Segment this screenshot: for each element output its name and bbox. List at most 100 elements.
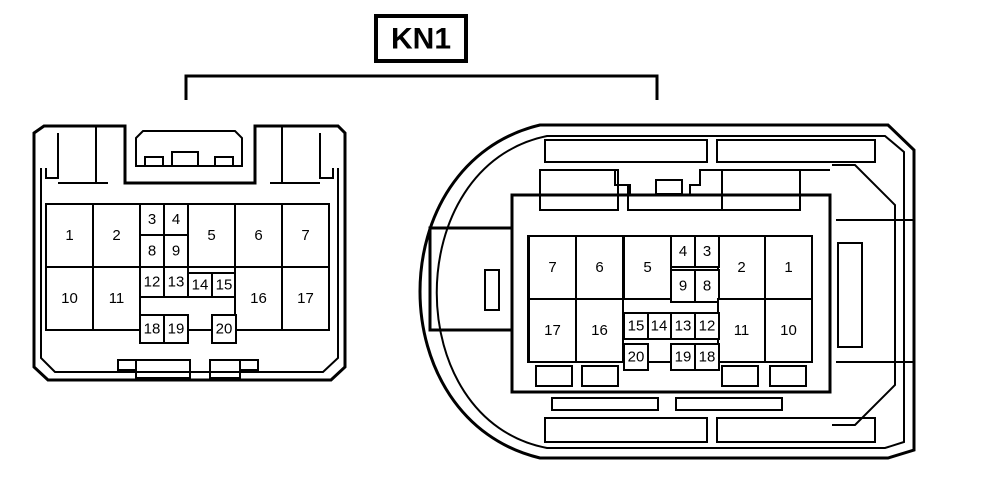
left-latch-key — [171, 151, 199, 167]
title-box — [374, 14, 468, 63]
right-latch-frame — [540, 169, 830, 195]
left-pin-5-cell — [187, 203, 236, 268]
left-pin-11-label: 11 — [109, 290, 125, 307]
left-tab-left — [45, 133, 59, 179]
right-pin-7-cell — [528, 235, 577, 300]
left-pin-19-label: 19 — [168, 321, 185, 338]
right-pin-17-cell — [528, 298, 577, 363]
right-pin-18-label: 18 — [699, 349, 716, 366]
right-bottom-slot-2 — [716, 417, 876, 443]
right-pin-20-label: 20 — [628, 349, 645, 366]
left-pin-20-cell — [211, 314, 237, 344]
right-handle-slot — [484, 269, 500, 311]
left-pin-7-cell — [281, 203, 330, 268]
right-latch-center — [618, 180, 723, 211]
left-pin-18-label: 18 — [144, 321, 161, 338]
left-pin-10-cell — [45, 266, 94, 331]
right-pin-5-label: 5 — [643, 259, 651, 276]
left-pin-1-label: 1 — [65, 227, 73, 244]
right-pin-8-label: 8 — [703, 278, 711, 295]
right-pin-9-label: 9 — [679, 278, 687, 295]
right-bottom-pad-1 — [535, 365, 573, 387]
right-pin-14-label: 14 — [651, 318, 668, 335]
left-pin-6-cell — [234, 203, 283, 268]
left-pin-7-label: 7 — [301, 227, 309, 244]
diagram-title: KN1 — [391, 23, 451, 56]
left-pin-19-cell — [163, 314, 189, 344]
right-pin-15-label: 15 — [628, 318, 645, 335]
right-pin-1-label: 1 — [784, 259, 792, 276]
left-pin-4-label: 4 — [172, 211, 180, 228]
left-pin-13-label: 13 — [168, 274, 185, 291]
right-latch-left — [539, 169, 619, 211]
right-pin-6-label: 6 — [595, 259, 603, 276]
right-lock-bar — [837, 242, 863, 348]
left-pin-8-label: 8 — [148, 243, 156, 260]
left-pin-11-cell — [92, 266, 141, 331]
right-pin-19-label: 19 — [675, 349, 692, 366]
right-lock-arm — [832, 164, 896, 426]
right-pin-17-label: 17 — [544, 322, 561, 339]
left-pin-5-label: 5 — [207, 227, 215, 244]
right-pin-2-label: 2 — [737, 259, 745, 276]
right-pin-2-cell — [717, 235, 766, 300]
right-pin-7-label: 7 — [548, 259, 556, 276]
left-pin-10-label: 10 — [61, 290, 78, 307]
right-housing-inner — [435, 135, 905, 449]
right-bottom-pad-2 — [581, 365, 619, 387]
right-pin-11-label: 11 — [734, 322, 750, 339]
right-pin-4-cell — [670, 235, 696, 268]
right-pin-3-label: 3 — [703, 243, 711, 260]
right-inner-body — [510, 193, 832, 394]
right-pin-11-cell — [717, 298, 766, 363]
right-pin-20-cell — [623, 343, 649, 371]
title-bracket — [184, 74, 659, 100]
left-pin-3-label: 3 — [148, 211, 156, 228]
right-bottom-bar-2 — [675, 397, 783, 411]
left-pin-6-label: 6 — [254, 227, 262, 244]
right-lock-arm-rails — [836, 219, 914, 363]
left-tab-right — [319, 133, 334, 179]
left-latch-notch-right — [214, 156, 234, 166]
right-pin-12-label: 12 — [699, 318, 716, 335]
left-pin-8-cell — [139, 234, 165, 268]
right-housing — [418, 123, 916, 460]
left-pin-16-cell — [234, 266, 283, 331]
right-handle — [428, 226, 512, 332]
right-pin-6-cell — [575, 235, 624, 300]
right-top-slot-1 — [544, 139, 708, 163]
right-pin-4-label: 4 — [679, 243, 687, 260]
title-group: KN1 — [374, 14, 468, 63]
right-bottom-pad-4 — [769, 365, 807, 387]
right-pin-10-label: 10 — [780, 322, 797, 339]
left-pin-14-label: 14 — [192, 277, 209, 294]
right-bottom-bar-1 — [551, 397, 659, 411]
left-pin-20-label: 20 — [216, 321, 233, 338]
left-pin-12-cell — [139, 266, 165, 298]
right-pin-19-cell — [670, 343, 696, 371]
left-pin-15-label: 15 — [216, 277, 233, 294]
left-latch-notch-left — [144, 156, 164, 166]
left-pin-9-label: 9 — [172, 243, 180, 260]
left-pin-2-label: 2 — [112, 227, 120, 244]
left-pin-17-label: 17 — [297, 290, 314, 307]
right-pin-9-cell — [670, 269, 696, 303]
left-housing — [32, 124, 347, 382]
left-foot-1 — [117, 359, 137, 371]
right-bottom-slot-1 — [544, 417, 708, 443]
right-latch-key — [655, 179, 683, 195]
right-pin-10-cell — [764, 298, 813, 363]
right-pin-13-label: 13 — [675, 318, 692, 335]
left-pin-17-cell — [281, 266, 330, 331]
right-latch-right — [721, 169, 801, 211]
left-pin-16-label: 16 — [250, 290, 267, 307]
right-top-slot-2 — [716, 139, 876, 163]
left-foot-2 — [135, 359, 191, 379]
right-pin-16-label: 16 — [591, 322, 608, 339]
left-foot-3 — [209, 359, 241, 379]
right-bottom-pad-3 — [721, 365, 759, 387]
